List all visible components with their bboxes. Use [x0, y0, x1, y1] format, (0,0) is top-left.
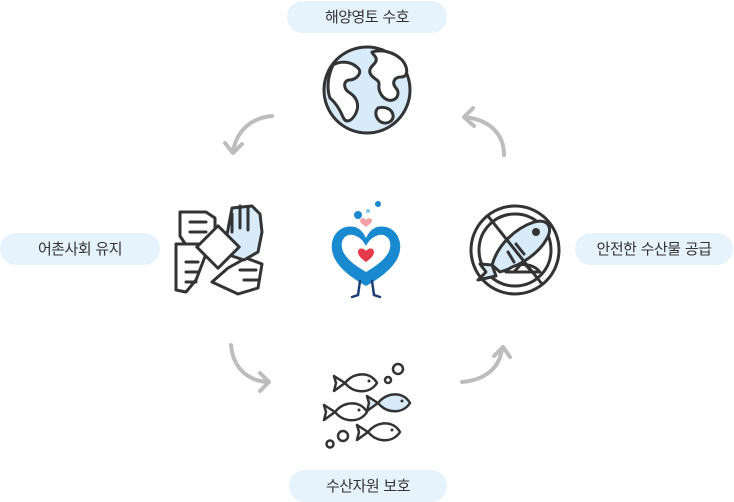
arrow-bottom-to-right — [460, 345, 512, 384]
arrow-right-to-top — [462, 106, 506, 157]
fish-plate-icon — [469, 204, 561, 296]
arrow-top-to-left — [223, 114, 274, 155]
mascot-heart-icon — [331, 201, 401, 299]
arrow-left-to-bottom — [229, 343, 271, 393]
label-maritime-territory: 해양영토 수호 — [287, 1, 447, 33]
label-fisheries-protection: 수산자원 보호 — [289, 470, 447, 502]
label-safe-seafood-supply: 안전한 수산물 공급 — [575, 233, 733, 265]
fish-school-icon — [322, 362, 412, 449]
cycle-arrows — [223, 106, 512, 393]
globe-icon — [322, 45, 412, 135]
handshake-icon — [174, 204, 264, 296]
label-fishing-community: 어촌사회 유지 — [0, 233, 160, 265]
